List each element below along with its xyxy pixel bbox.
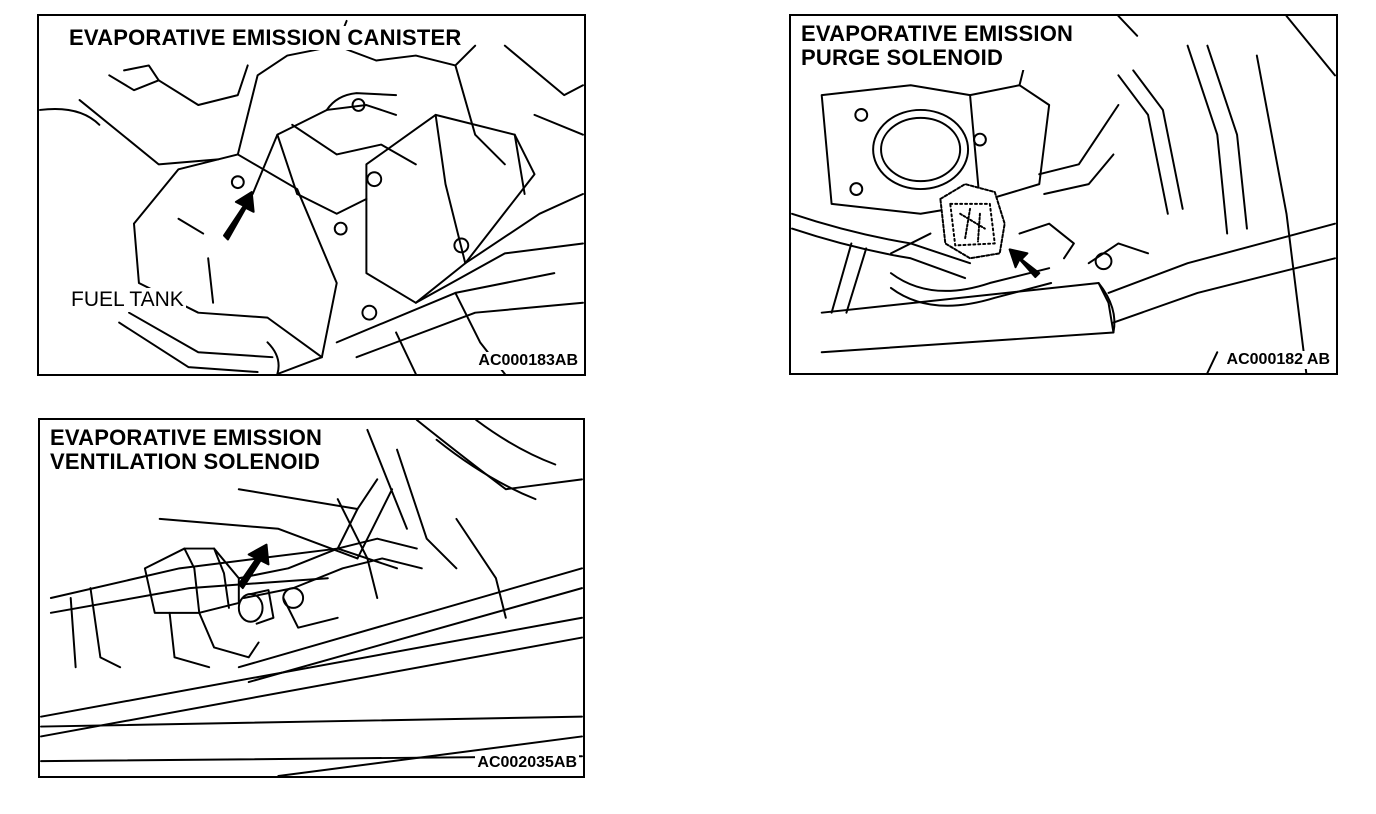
figure-title-line: PURGE SOLENOID bbox=[801, 45, 1004, 70]
fuel-tank-label: FUEL TANK bbox=[69, 288, 186, 312]
figure-canister: EVAPORATIVE EMISSION CANISTER FUEL TANK … bbox=[37, 14, 586, 376]
ventilation-solenoid-illustration bbox=[40, 420, 583, 776]
figure-title-line: VENTILATION SOLENOID bbox=[50, 449, 321, 474]
figure-title-line: EVAPORATIVE EMISSION bbox=[801, 21, 1074, 46]
canister-illustration bbox=[39, 19, 584, 374]
figure-code: AC000183AB bbox=[476, 352, 580, 370]
figure-title: EVAPORATIVE EMISSION VENTILATION SOLENOI… bbox=[46, 425, 327, 474]
figure-title: EVAPORATIVE EMISSION PURGE SOLENOID bbox=[797, 21, 1078, 70]
figure-title-line: EVAPORATIVE EMISSION CANISTER bbox=[69, 25, 462, 50]
figure-code: AC002035AB bbox=[475, 754, 579, 772]
figure-title-line: EVAPORATIVE EMISSION bbox=[50, 425, 323, 450]
arrow-icon bbox=[1008, 248, 1041, 279]
figure-purge-solenoid: EVAPORATIVE EMISSION PURGE SOLENOID AC00… bbox=[789, 14, 1338, 375]
figure-ventilation-solenoid: EVAPORATIVE EMISSION VENTILATION SOLENOI… bbox=[38, 418, 585, 778]
figure-code: AC000182 AB bbox=[1224, 351, 1332, 369]
figure-title: EVAPORATIVE EMISSION CANISTER bbox=[65, 25, 466, 50]
purge-solenoid-illustration bbox=[791, 16, 1336, 373]
arrow-icon bbox=[237, 543, 270, 590]
arrow-icon bbox=[222, 191, 255, 241]
